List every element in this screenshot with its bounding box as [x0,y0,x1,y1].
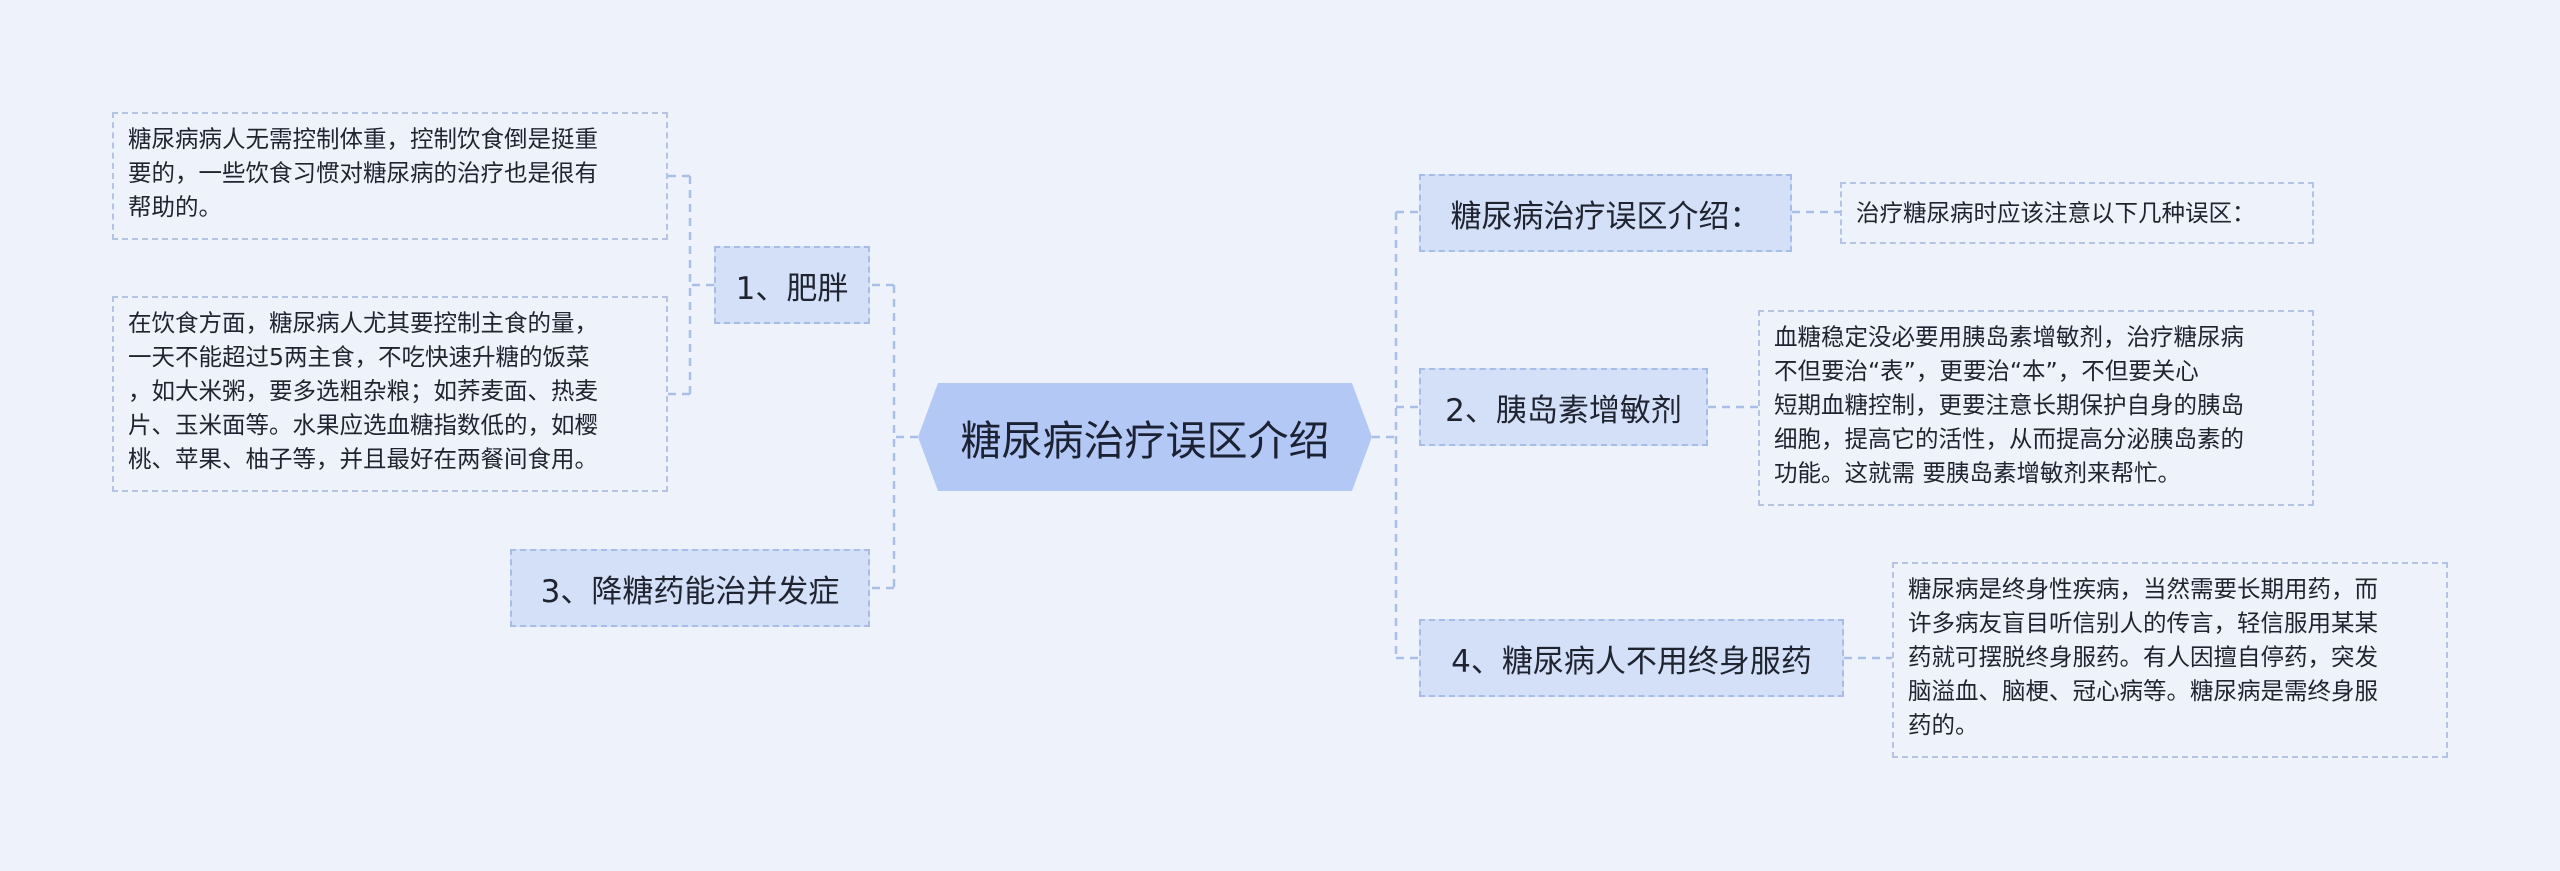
branch-antidiabetic-drugs-label: 3、降糖药能治并发症 [540,573,840,610]
leaf-text-line: 功能。这就需 要胰岛素增敏剂来帮忙。 [1774,459,2181,487]
central-topic-label: 糖尿病治疗误区介绍 [960,417,1330,465]
leaf-text-line: 桃、苹果、柚子等，并且最好在两餐间食用。 [128,445,598,473]
leaf-text-line: 血糖稳定没必要用胰岛素增敏剂，治疗糖尿病 [1774,323,2244,351]
branch-intro-label: 糖尿病治疗误区介绍： [1450,198,1761,235]
leaf-text-line: 要的，一些饮食习惯对糖尿病的治疗也是很有 [128,159,598,187]
leaf-intro: 治疗糖尿病时应该注意以下几种误区： [1840,182,2314,244]
branch-insulin-sensitizer-label: 2、胰岛素增敏剂 [1445,392,1682,429]
leaf-text-line: 许多病友盲目听信别人的传言，轻信服用某某 [1908,609,2378,637]
leaf-text-line: 不但要治“表”，更要治“本”，不但要关心 [1774,357,2199,385]
leaf-text-line: 帮助的。 [128,193,222,221]
leaf-obesity-diet: 在饮食方面，糖尿病人尤其要控制主食的量， 一天不能超过5两主食，不吃快速升糖的饭… [112,296,668,492]
leaf-text-line: 糖尿病是终身性疾病，当然需要长期用药，而 [1908,575,2378,603]
branch-obesity-label: 1、肥胖 [735,270,849,307]
leaf-insulin-sensitizer: 血糖稳定没必要用胰岛素增敏剂，治疗糖尿病 不但要治“表”，更要治“本”，不但要关… [1758,310,2314,506]
branch-obesity[interactable]: 1、肥胖 [714,246,870,324]
leaf-text-line: 一天不能超过5两主食，不吃快速升糖的饭菜 [128,343,590,371]
central-topic[interactable]: 糖尿病治疗误区介绍 [918,383,1372,491]
leaf-text-line: 糖尿病病人无需控制体重，控制饮食倒是挺重 [128,125,598,153]
connector-obesity-leaves [668,174,714,396]
branch-insulin-sensitizer[interactable]: 2、胰岛素增敏剂 [1419,368,1708,446]
leaf-text-line: ，如大米粥，要多选粗杂粮；如荞麦面、热麦 [128,377,598,405]
leaf-text-line: 片、玉米面等。水果应选血糖指数低的，如樱 [128,411,598,439]
leaf-text-line: 在饮食方面，糖尿病人尤其要控制主食的量， [128,309,598,337]
branch-intro[interactable]: 糖尿病治疗误区介绍： [1419,174,1792,252]
leaf-text-line: 短期血糖控制，更要注意长期保护自身的胰岛 [1774,391,2244,419]
leaf-text-line: 脑溢血、脑梗、冠心病等。糖尿病是需终身服 [1908,677,2378,705]
leaf-lifelong-medication: 糖尿病是终身性疾病，当然需要长期用药，而 许多病友盲目听信别人的传言，轻信服用某… [1892,562,2448,758]
leaf-text-line: 药就可摆脱终身服药。有人因擅自停药，突发 [1908,643,2378,671]
leaf-text-line: 治疗糖尿病时应该注意以下几种误区： [1856,199,2256,227]
branch-antidiabetic-drugs[interactable]: 3、降糖药能治并发症 [510,549,870,627]
leaf-text-line: 细胞，提高它的活性，从而提高分泌胰岛素的 [1774,425,2244,453]
leaf-text-line: 药的。 [1908,711,1979,739]
leaf-obesity-weight: 糖尿病病人无需控制体重，控制饮食倒是挺重 要的，一些饮食习惯对糖尿病的治疗也是很… [112,112,668,240]
branch-lifelong-medication-label: 4、糖尿病人不用终身服药 [1451,643,1812,680]
branch-lifelong-medication[interactable]: 4、糖尿病人不用终身服药 [1419,619,1844,697]
